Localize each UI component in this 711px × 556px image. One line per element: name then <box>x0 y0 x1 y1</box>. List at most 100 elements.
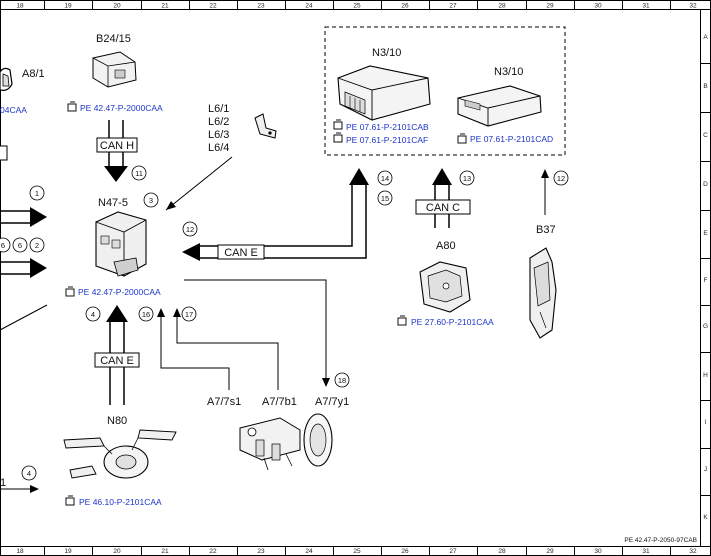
col-label: 19 <box>64 548 72 555</box>
col-label: 32 <box>689 3 697 10</box>
l6-2-label: L6/2 <box>208 116 229 128</box>
can-e-low-link: CAN E <box>94 305 140 405</box>
n3-10-ref-a[interactable]: PE 07.61-P-2101CAB <box>346 122 429 132</box>
col-label: 24 <box>305 548 313 555</box>
col-label: 25 <box>353 3 361 10</box>
svg-text:12: 12 <box>557 174 565 183</box>
col-label: 23 <box>257 3 265 10</box>
l6-3-label: L6/3 <box>208 129 229 141</box>
can-e-low-box <box>94 352 140 368</box>
a8-1-component: A8/1 04CAA <box>0 67 45 115</box>
col-label: 20 <box>113 548 121 555</box>
col-label: 21 <box>161 3 169 10</box>
col-label: 31 <box>642 3 650 10</box>
row-label: A <box>703 34 708 41</box>
a7-7s1-label: A7/7s1 <box>207 396 241 408</box>
callout-12-left: 12 <box>182 221 198 237</box>
pe-hand-icon <box>457 133 467 144</box>
svg-text:17: 17 <box>185 310 193 319</box>
left-arrows <box>0 207 48 331</box>
col-label: 18 <box>16 548 24 555</box>
col-label: 18 <box>16 3 24 10</box>
row-label: G <box>703 323 708 330</box>
n3-10-left-label: N3/10 <box>372 47 401 59</box>
callout-15: 15 <box>377 190 393 206</box>
svg-text:6: 6 <box>18 241 22 250</box>
row-labels: A B C D E F G H I J K <box>703 34 708 521</box>
pe-hand-icon <box>333 132 343 143</box>
l6-component: L6/1 L6/2 L6/3 L6/4 <box>165 103 277 211</box>
row-label: H <box>703 372 708 379</box>
col-label: 22 <box>209 3 217 10</box>
n47-5-ref[interactable]: PE 42.47-P-2000CAA <box>78 287 161 297</box>
col-label: 30 <box>594 3 602 10</box>
bottom-left-arrow: 1 <box>0 477 39 493</box>
callout-13: 13 <box>459 170 475 186</box>
callout-1-top: 1 <box>29 185 45 201</box>
footer-code: PE 42.47-P-2050-97CAB <box>624 537 697 544</box>
n3-10-ref-b[interactable]: PE 07.61-P-2101CAF <box>346 135 428 145</box>
callout-14: 14 <box>377 170 393 186</box>
callout-12-right: 12 <box>553 170 569 186</box>
col-label: 26 <box>401 3 409 10</box>
n3-10-group-box <box>324 26 566 156</box>
row-label: C <box>703 132 708 139</box>
row-label: K <box>703 514 708 521</box>
a80-ref[interactable]: PE 27.60-P-2101CAA <box>411 317 494 327</box>
callout-1-bottom: 1 <box>0 477 6 489</box>
row-label: D <box>703 181 708 188</box>
a7-7b1-label: A7/7b1 <box>262 396 297 408</box>
callout-partial-6: 6 <box>12 237 28 253</box>
callout-16: 16 <box>138 306 154 322</box>
can-e-low-label: CAN E <box>100 355 134 367</box>
arrow-up-to-n3-10-left <box>349 168 369 185</box>
col-label: 30 <box>594 548 602 555</box>
svg-text:3: 3 <box>149 196 153 205</box>
col-label: 27 <box>449 3 457 10</box>
a80-label: A80 <box>436 240 456 252</box>
a80-component: A80 PE 27.60-P-2101CAA <box>397 240 494 327</box>
pe-hand-icon <box>67 101 77 112</box>
row-label: F <box>704 277 708 284</box>
col-label: 29 <box>546 3 554 10</box>
can-h-link: CAN H <box>96 120 138 182</box>
svg-text:13: 13 <box>463 174 471 183</box>
b37-label: B37 <box>536 224 556 236</box>
callout-4-bottom: 4 <box>21 465 37 481</box>
col-label: 19 <box>64 3 72 10</box>
n3-10-right-label: N3/10 <box>494 66 523 78</box>
callout-3: 3 <box>143 192 159 208</box>
row-label: B <box>703 83 707 90</box>
n3-10-ref-c[interactable]: PE 07.61-P-2101CAD <box>470 134 553 144</box>
a8-1-label: A8/1 <box>22 68 45 80</box>
can-h-label: CAN H <box>100 140 134 152</box>
b37-component: B37 <box>529 224 557 339</box>
callout-4: 4 <box>85 306 101 322</box>
can-c-box <box>415 199 471 215</box>
col-label: 22 <box>209 548 217 555</box>
a8-1-ref[interactable]: 04CAA <box>0 105 27 115</box>
b37-link <box>541 169 549 215</box>
l6-4-label: L6/4 <box>208 142 229 154</box>
callout-18: 18 <box>334 372 350 388</box>
a7-sensor-links <box>157 279 330 390</box>
col-label: 32 <box>689 548 697 555</box>
col-label: 21 <box>161 548 169 555</box>
svg-text:1: 1 <box>35 189 39 198</box>
row-label: E <box>703 230 708 237</box>
svg-text:15: 15 <box>381 194 389 203</box>
n3-10-left-component: N3/10 PE 07.61-P-2101CAB PE 07.61-P-2101… <box>333 47 431 145</box>
pe-hand-icon <box>65 286 75 297</box>
row-label: I <box>705 419 707 426</box>
svg-text:4: 4 <box>27 469 31 478</box>
pe-hand-icon <box>333 119 343 130</box>
column-labels-bottom: 18 19 20 21 22 23 24 25 26 27 28 29 30 3… <box>16 548 697 555</box>
n80-ref[interactable]: PE 46.10-P-2101CAA <box>79 497 162 507</box>
callout-6: 6 <box>0 237 11 253</box>
svg-text:11: 11 <box>135 169 143 178</box>
b24-15-ref[interactable]: PE 42.47-P-2000CAA <box>80 103 163 113</box>
partial-box-left <box>0 145 8 161</box>
col-label: 26 <box>401 548 409 555</box>
can-e-mid-box <box>217 244 265 260</box>
b24-15-component: B24/15 PE 42.47-P-2000CAA <box>67 33 163 113</box>
